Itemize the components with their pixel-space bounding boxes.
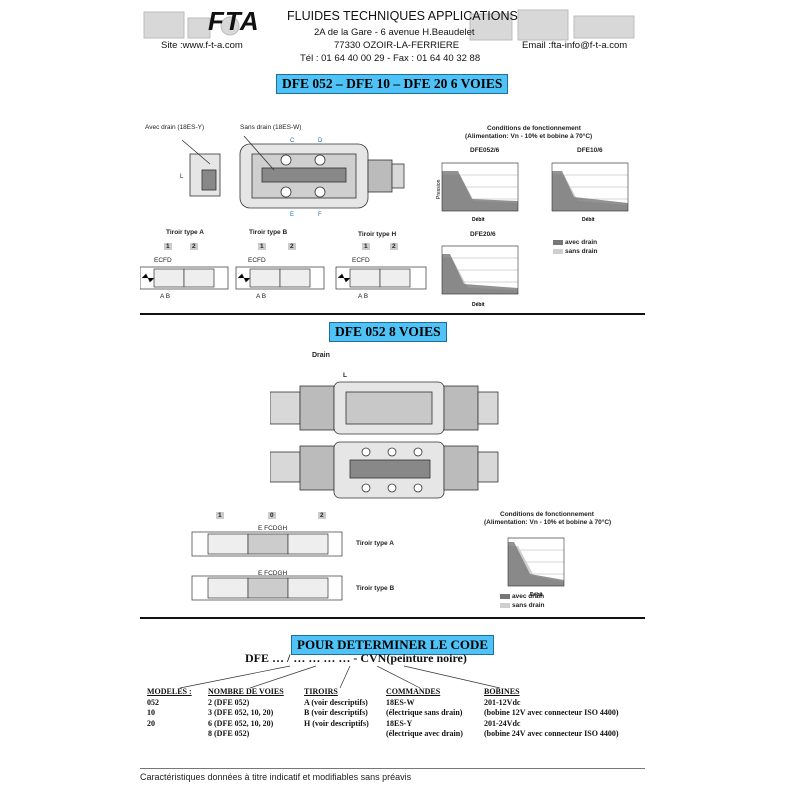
legend-swatch-without-drain (553, 249, 563, 254)
company-address: 2A de la Gare - 6 avenue H.Beaudelet (314, 27, 475, 38)
fta-logo: FTA (208, 6, 260, 36)
spool-type-h-label: Tiroir type H (358, 231, 397, 238)
ab-ports: A B (358, 293, 369, 300)
spool-type-a-label: Tiroir type A (356, 540, 394, 547)
header-background-illustration (143, 9, 635, 41)
section-divider (140, 617, 645, 619)
email-text: Email :fta-info@f-t-a.com (522, 40, 628, 51)
position-label: 1 (258, 243, 266, 250)
website-text: Site :www.f-t-a.com (161, 40, 243, 51)
order-code-pattern: DFE … / … … … … - CVN(peinture noire) (245, 651, 467, 665)
valve-drawing-6-voies: C D E F L (180, 135, 405, 218)
position-label: 0 (268, 512, 276, 519)
x-axis-label: Débit (530, 592, 543, 598)
port-letters: ECFD (154, 257, 172, 264)
section-title-8-voies: DFE 052 8 VOIES (329, 322, 447, 342)
pressure-chart-dfe20-6: Débit (441, 245, 519, 308)
with-drain-label: Avec drain (18ES-Y) (145, 124, 205, 131)
footer-disclaimer: Caractéristiques données à titre indicat… (140, 768, 645, 782)
spool-schematics-6-voies: 1 2 1 2 1 2 ECFD ECFD ECFD A B A B A B (140, 243, 430, 303)
ab-ports: A B (256, 293, 267, 300)
conditions-subtitle: (Alimentation: Vn - 10% et bobine à 70°C… (484, 519, 612, 526)
port-label-c: C (290, 138, 295, 144)
legend-without-drain: sans drain (565, 248, 598, 255)
port-label-d: D (318, 138, 323, 144)
valve-drawing-8-voies (270, 381, 499, 499)
chart-title: DFE052/6 (470, 147, 500, 154)
x-axis-label: Débit (582, 217, 595, 223)
spool-symbol-graphics (140, 266, 427, 290)
legend-without-drain: sans drain (512, 602, 545, 609)
conditions-title: Conditions de fonctionnement (500, 511, 594, 518)
column-tiroirs: TIROIRS A (voir descriptifs) B (voir des… (304, 687, 369, 728)
legend-with-drain: avec drain (565, 239, 598, 246)
port-letters-8-voies: E FCDGH (258, 525, 288, 532)
column-nombre-de-voies: NOMBRE DE VOIES 2 (DFE 052) 3 (DFE 052, … (208, 687, 284, 738)
port-letters: ECFD (352, 257, 370, 264)
column-commandes: COMMANDES 18ES-W (électrique sans drain)… (386, 687, 463, 738)
port-letters-8-voies: E FCDGH (258, 570, 288, 577)
x-axis-label: Débit (472, 217, 485, 223)
chart-title: DFE20/6 (470, 231, 496, 238)
y-axis-label: Pression (436, 179, 442, 199)
legend-swatch-with-drain (553, 240, 563, 245)
spool-type-b-label: Tiroir type B (356, 585, 395, 592)
without-drain-label: Sans drain (18ES-W) (240, 124, 302, 131)
chart-title: DFE10/6 (577, 147, 603, 154)
phone-fax-text: Tél : 01 64 40 00 29 - Fax : 01 64 40 32… (300, 53, 481, 64)
legend-swatch-with-drain (500, 594, 510, 599)
company-name: FLUIDES TECHNIQUES APPLICATIONS (287, 9, 518, 23)
column-modeles: MODELES : 052 10 20 (147, 687, 192, 728)
conditions-title: Conditions de fonctionnement (487, 125, 581, 132)
column-bobines: BOBINES 201-12Vdc (bobine 12V avec conne… (484, 687, 619, 738)
pressure-chart-dfe052-6: Pression Débit (436, 162, 519, 223)
position-label: 1 (164, 243, 172, 250)
drain-port-label: L (343, 372, 347, 379)
port-label-f: F (318, 212, 322, 218)
position-label: 2 (288, 243, 296, 250)
spool-type-b-label: Tiroir type B (249, 229, 288, 236)
conditions-subtitle: (Alimentation: Vn - 10% et bobine à 70°C… (465, 133, 593, 140)
position-label: 1 (362, 243, 370, 250)
port-label-e: E (290, 212, 294, 218)
x-axis-label: Débit (472, 302, 485, 308)
position-label: 1 (216, 512, 224, 519)
spool-schematics-8-voies (191, 531, 343, 601)
port-letters: ECFD (248, 257, 266, 264)
position-label: 2 (390, 243, 398, 250)
pressure-chart-dfe052-8: Débit (507, 537, 565, 598)
section-divider (140, 313, 645, 315)
drain-label: Drain (312, 352, 330, 359)
code-connector-lines (179, 665, 501, 689)
section-title-code: POUR DETERMINER LE CODE (291, 635, 495, 655)
position-label: 2 (190, 243, 198, 250)
section-title-6-voies: DFE 052 – DFE 10 – DFE 20 6 VOIES (276, 74, 509, 94)
spool-type-a-label: Tiroir type A (166, 229, 204, 236)
pressure-chart-dfe10-6: Débit (551, 162, 629, 223)
position-label: 2 (318, 512, 326, 519)
legend-with-drain: avec drain (512, 593, 545, 600)
port-label-l: L (180, 174, 184, 180)
company-city: 77330 OZOIR-LA-FERRIERE (334, 40, 460, 51)
ab-ports: A B (160, 293, 171, 300)
legend-swatch-without-drain (500, 603, 510, 608)
